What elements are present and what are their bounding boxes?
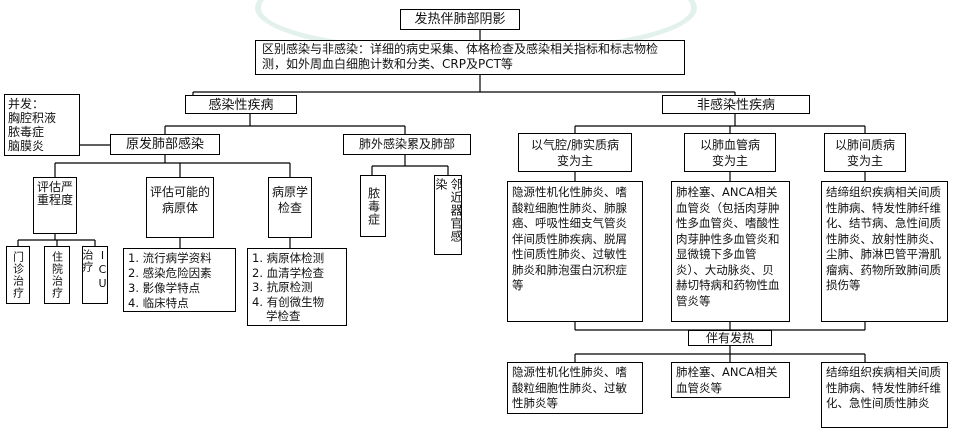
infectious-title: 感染性疾病 — [185, 95, 297, 114]
list-item: 3. 抗原检测 — [252, 280, 313, 294]
vascular-detail-node: 肺栓塞、ANCA相关血管炎（包括肉芽肿性多血管炎、嗜酸性肉芽肿性多血管炎和显微镜… — [671, 181, 790, 322]
inpatient-node: 住院治疗 — [44, 246, 70, 304]
pulmonary-vascular-node: 以肺血管病变为主 — [684, 133, 776, 172]
pathogen-tests-list: 1. 病原体检测 2. 血清学检查 3. 抗原检测 4. 有创微生物 学检查 — [247, 248, 347, 326]
list-item: 3. 影像学特点 — [128, 281, 201, 295]
complications-node: 并发： 胸腔积液 脓毒症 脑膜炎 — [4, 94, 80, 156]
interstitial-node: 以肺间质病变为主 — [824, 133, 906, 172]
extrapulmonary-infection-node: 肺外感染累及肺部 — [343, 134, 471, 155]
complications-heading: 并发： — [8, 97, 45, 111]
list-item: 1. 流行病学资料 — [128, 251, 212, 265]
root-node: 发热伴肺部阴影 — [400, 9, 520, 30]
possible-pathogen-node: 评估可能的病原体 — [146, 177, 214, 238]
icu-node: ICU治疗 — [81, 246, 109, 304]
adjacent-organ-node: 邻近器官感染 — [434, 175, 463, 255]
fever-vascular-node: 肺栓塞、ANCA相关血管炎等 — [671, 362, 790, 398]
distinguish-node: 区别感染与非感染：详细的病史采集、体格检查及感染相关指标和标志物检测，如外周血白… — [255, 40, 685, 75]
assess-severity-node: 评估严重程度 — [33, 177, 77, 234]
airway-parenchyma-node: 以气腔/肺实质病变为主 — [518, 133, 632, 172]
primary-infection-node: 原发肺部感染 — [110, 134, 220, 155]
list-item: 2. 血清学检查 — [252, 265, 325, 280]
outpatient-node: 门诊治疗 — [6, 246, 30, 304]
complication-item: 胸腔积液 — [8, 111, 57, 125]
list-item: 2. 感染危险因素 — [128, 266, 212, 280]
fever-interstitial-node: 结缔组织疾病相关间质性肺病、特发性肺纤维化、急性间质性肺炎 — [821, 362, 948, 428]
fever-node: 伴有发热 — [688, 330, 772, 346]
list-item: 学检查 — [266, 309, 301, 323]
pathogen-factors-list: 1. 流行病学资料 2. 感染危险因素 3. 影像学特点 4. 临床特点 — [123, 248, 236, 312]
complication-item: 脓毒症 — [8, 125, 45, 139]
list-item: 1. 病原体检测 — [252, 251, 325, 265]
list-item: 4. 临床特点 — [128, 296, 189, 310]
noninfectious-title: 非感染性疾病 — [662, 95, 810, 114]
interstitial-detail-node: 结缔组织疾病相关间质性肺病、特发性肺纤维化、结节病、急性间质性肺炎、放射性肺炎、… — [821, 181, 948, 322]
fever-airway-node: 隐源性机化性肺炎、嗜酸粒细胞性肺炎、过敏性肺炎等 — [507, 362, 643, 414]
complication-item: 脑膜炎 — [8, 139, 45, 153]
assess-severity-label: 评估严重程度 — [36, 180, 73, 207]
sepsis-node: 脓毒症 — [360, 175, 386, 237]
pathogen-exam-node: 病原学检查 — [268, 177, 312, 238]
list-item: 4. 有创微生物 — [252, 294, 325, 309]
airway-detail-node: 隐源性机化性肺炎、嗜酸粒细胞性肺炎、肺腺癌、呼吸性细支气管炎伴间质性肺疾病、脱屑… — [507, 181, 643, 322]
